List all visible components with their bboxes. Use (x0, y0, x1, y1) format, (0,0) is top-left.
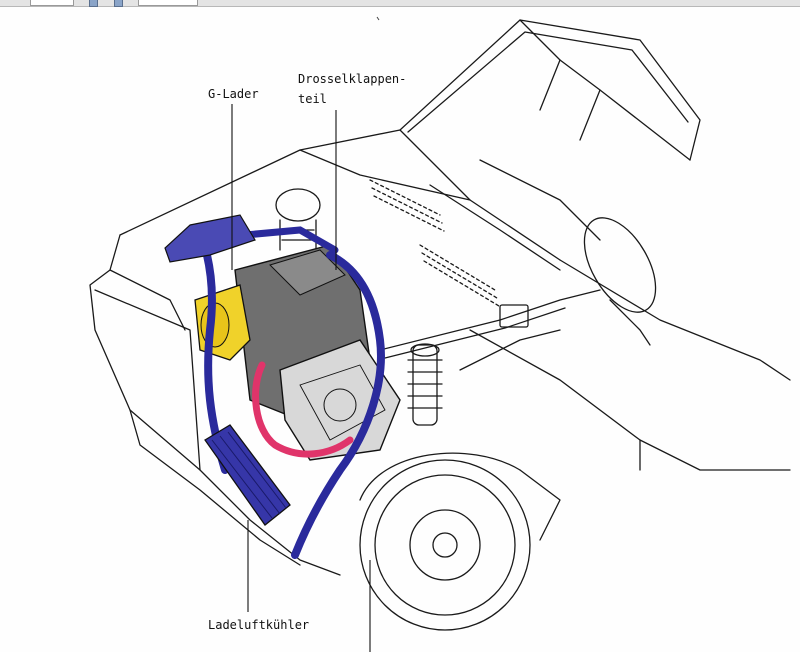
label-drosselklappen-line1: Drosselklappen- (298, 72, 407, 86)
document-page (0, 7, 800, 652)
blue-charge-hoses (196, 226, 385, 559)
fit-width-icon[interactable] (114, 0, 123, 7)
g-lader-charger (194, 284, 251, 361)
roof-outline (399, 19, 701, 161)
page-number-field[interactable] (30, 0, 74, 6)
ladeluftkuehler-intercooler (204, 424, 291, 526)
steering-wheel (583, 217, 657, 313)
fit-page-icon[interactable] (89, 0, 98, 7)
label-drosselklappen-line2: teil (298, 92, 327, 106)
label-ladeluftkuehler: Ladeluftkühler (208, 618, 310, 632)
page-mark (376, 16, 380, 21)
viewer-toolbar (0, 0, 800, 7)
strut (412, 344, 438, 426)
label-g-lader: G-Lader (208, 87, 259, 101)
red-charge-pipe (252, 361, 354, 458)
engine-block (234, 244, 401, 461)
front-wheel (359, 459, 531, 631)
zoom-field[interactable] (138, 0, 198, 6)
hood-outline (119, 129, 561, 261)
air-filter-box (164, 214, 256, 263)
